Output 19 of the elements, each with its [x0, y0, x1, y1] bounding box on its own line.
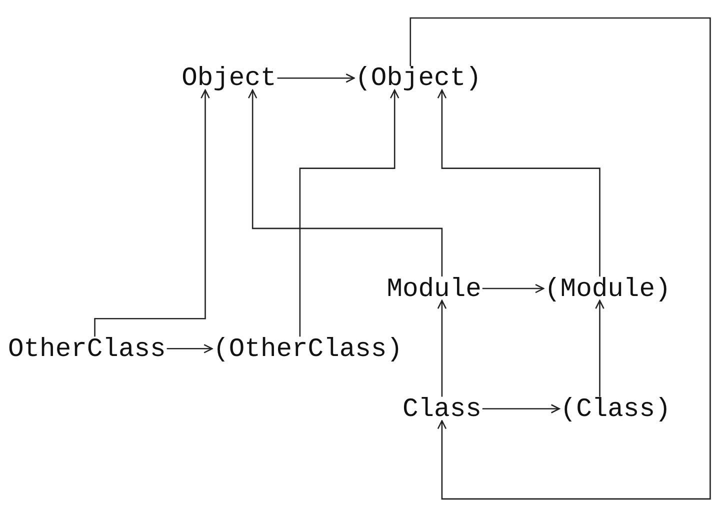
arrow [94, 89, 210, 337]
class-label: Module [386, 276, 482, 302]
arrow [482, 404, 560, 414]
arrow [248, 89, 443, 277]
arrow [299, 89, 400, 337]
class-label: OtherClass [8, 336, 166, 362]
arrow [277, 73, 355, 83]
class-label: (Object) [355, 65, 482, 92]
class-label: Class [402, 396, 482, 422]
arrow [437, 89, 600, 277]
class-label: (Class) [560, 396, 671, 422]
arrow [166, 344, 213, 354]
class-label: Object [182, 65, 276, 92]
arrow [595, 300, 604, 397]
arrow [410, 17, 711, 500]
class-label: (Module) [544, 276, 671, 302]
arrow [437, 300, 447, 397]
arrow [482, 284, 544, 294]
class-label: (OtherClass) [213, 336, 402, 362]
